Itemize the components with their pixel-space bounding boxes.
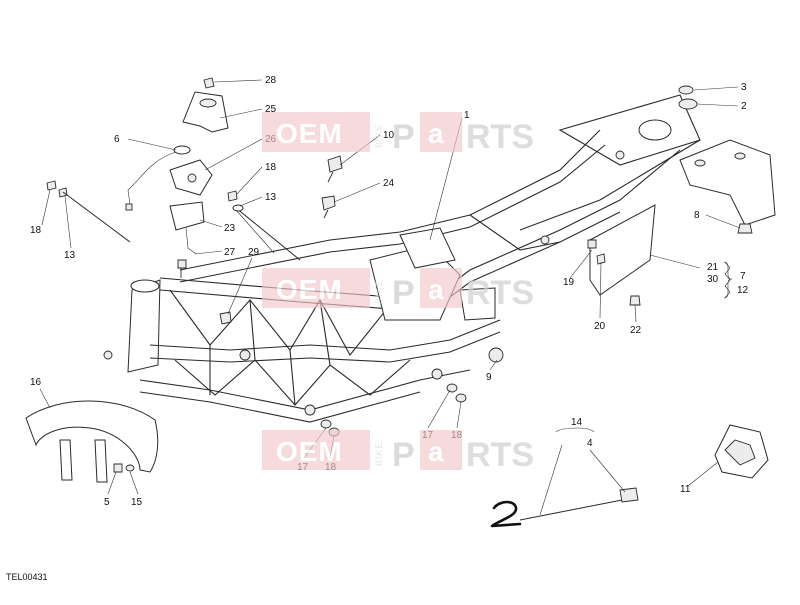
part-23-switch xyxy=(169,201,205,255)
part-27-bolt xyxy=(177,259,187,278)
part-20-clip xyxy=(596,253,606,265)
part-11-badge xyxy=(714,424,769,479)
callout-29: 29 xyxy=(248,247,260,258)
watermark-rts: RTS xyxy=(466,118,534,156)
steering-head-top xyxy=(130,279,160,293)
callout-14: 14 xyxy=(571,417,583,428)
watermark-bottom: OEM BIKE P a RTS xyxy=(262,430,534,474)
reference-code: TEL00431 xyxy=(6,572,48,582)
part-13-left-rod xyxy=(62,191,131,243)
part-tail-bracket xyxy=(679,139,776,226)
callout-1: 1 xyxy=(464,110,470,121)
seat-subframe-plate xyxy=(558,94,701,166)
callout-12: 12 xyxy=(737,285,749,296)
callout-24: 24 xyxy=(383,178,395,189)
part-5-15-fasteners xyxy=(113,463,135,473)
watermark-oem: OEM xyxy=(276,274,343,305)
callout-21: 21 xyxy=(707,262,719,273)
part-14-rod xyxy=(519,487,639,521)
watermark-p: P xyxy=(392,274,415,312)
part-side-panel xyxy=(589,204,656,296)
brace-21-30 xyxy=(723,261,733,299)
part-17-18-center xyxy=(446,383,467,403)
callout-4: 4 xyxy=(587,438,593,449)
callout-30: 30 xyxy=(707,274,719,285)
boss-9 xyxy=(488,347,504,363)
callout-13-upper: 13 xyxy=(265,192,277,203)
callout-6: 6 xyxy=(114,134,120,145)
truss-verticals xyxy=(209,299,331,406)
boss-f xyxy=(540,235,550,245)
watermark-a: a xyxy=(428,274,444,305)
callout-15: 15 xyxy=(131,497,143,508)
callout-23: 23 xyxy=(224,223,236,234)
part-25-bracket xyxy=(182,91,229,133)
handwritten-2-mark xyxy=(490,500,522,528)
part-22-bushing xyxy=(629,295,641,306)
part-10-fastener xyxy=(327,155,343,183)
bottom-rail xyxy=(139,369,471,411)
part-19-screw xyxy=(587,239,597,249)
callout-22: 22 xyxy=(630,325,642,336)
watermark-middle: OEM BIKE P a RTS xyxy=(262,268,534,312)
part-2-grommet xyxy=(678,98,698,110)
watermark-rts: RTS xyxy=(466,274,534,312)
watermark-bike: BIKE xyxy=(374,441,384,466)
boss-e xyxy=(615,150,625,160)
part-16-fender xyxy=(25,400,159,483)
callout-2: 2 xyxy=(741,101,747,112)
part-26-plate xyxy=(169,159,213,196)
part-18-right xyxy=(227,190,238,202)
watermark-oem: OEM xyxy=(276,436,343,467)
callout-25: 25 xyxy=(265,104,277,115)
callout-18-left: 18 xyxy=(30,225,42,236)
part-6-sensor xyxy=(125,145,191,211)
upper-mount-plate xyxy=(399,227,456,269)
callout-7: 7 xyxy=(740,271,746,282)
watermark-p: P xyxy=(392,118,415,156)
part-3-cap xyxy=(678,85,694,95)
callout-18-upper: 18 xyxy=(265,162,277,173)
callout-16: 16 xyxy=(30,377,42,388)
part-24-fastener xyxy=(321,195,336,219)
callout-11: 11 xyxy=(680,484,691,495)
part-13-right-rod xyxy=(232,204,301,261)
upper-rail-right xyxy=(179,129,601,271)
callout-10: 10 xyxy=(383,130,395,141)
lower-rail-inner xyxy=(149,331,501,363)
watermark-bike: BIKE xyxy=(374,279,384,304)
callout-5: 5 xyxy=(104,497,110,508)
callout-20: 20 xyxy=(594,321,606,332)
callout-9: 9 xyxy=(486,372,492,383)
bottom-rail-inner xyxy=(139,391,421,423)
part-28-cap xyxy=(203,77,215,89)
watermark-rts: RTS xyxy=(466,436,534,474)
callout-28: 28 xyxy=(265,75,277,86)
watermark-a: a xyxy=(428,436,444,467)
boss-c xyxy=(431,368,443,380)
watermark-bike: BIKE xyxy=(374,123,384,148)
boss-b xyxy=(304,404,316,416)
boss-d xyxy=(103,350,113,360)
callout-3: 3 xyxy=(741,82,747,93)
watermark-p: P xyxy=(392,436,415,474)
callout-19: 19 xyxy=(563,277,575,288)
rear-subframe xyxy=(469,139,701,251)
watermark-top: OEM BIKE P a RTS xyxy=(262,112,534,156)
lower-rail xyxy=(149,319,501,351)
subframe-hole xyxy=(638,119,672,141)
boss-a xyxy=(239,349,251,361)
part-29-plug xyxy=(219,311,232,325)
watermark-a: a xyxy=(428,118,444,149)
rear-mount-plate xyxy=(459,287,496,321)
part-18-left xyxy=(46,180,68,198)
part-8-nut xyxy=(737,223,753,234)
callout-13-left: 13 xyxy=(64,250,76,261)
callout-27: 27 xyxy=(224,247,236,258)
callout-8: 8 xyxy=(694,210,700,221)
watermark-oem: OEM xyxy=(276,118,343,149)
